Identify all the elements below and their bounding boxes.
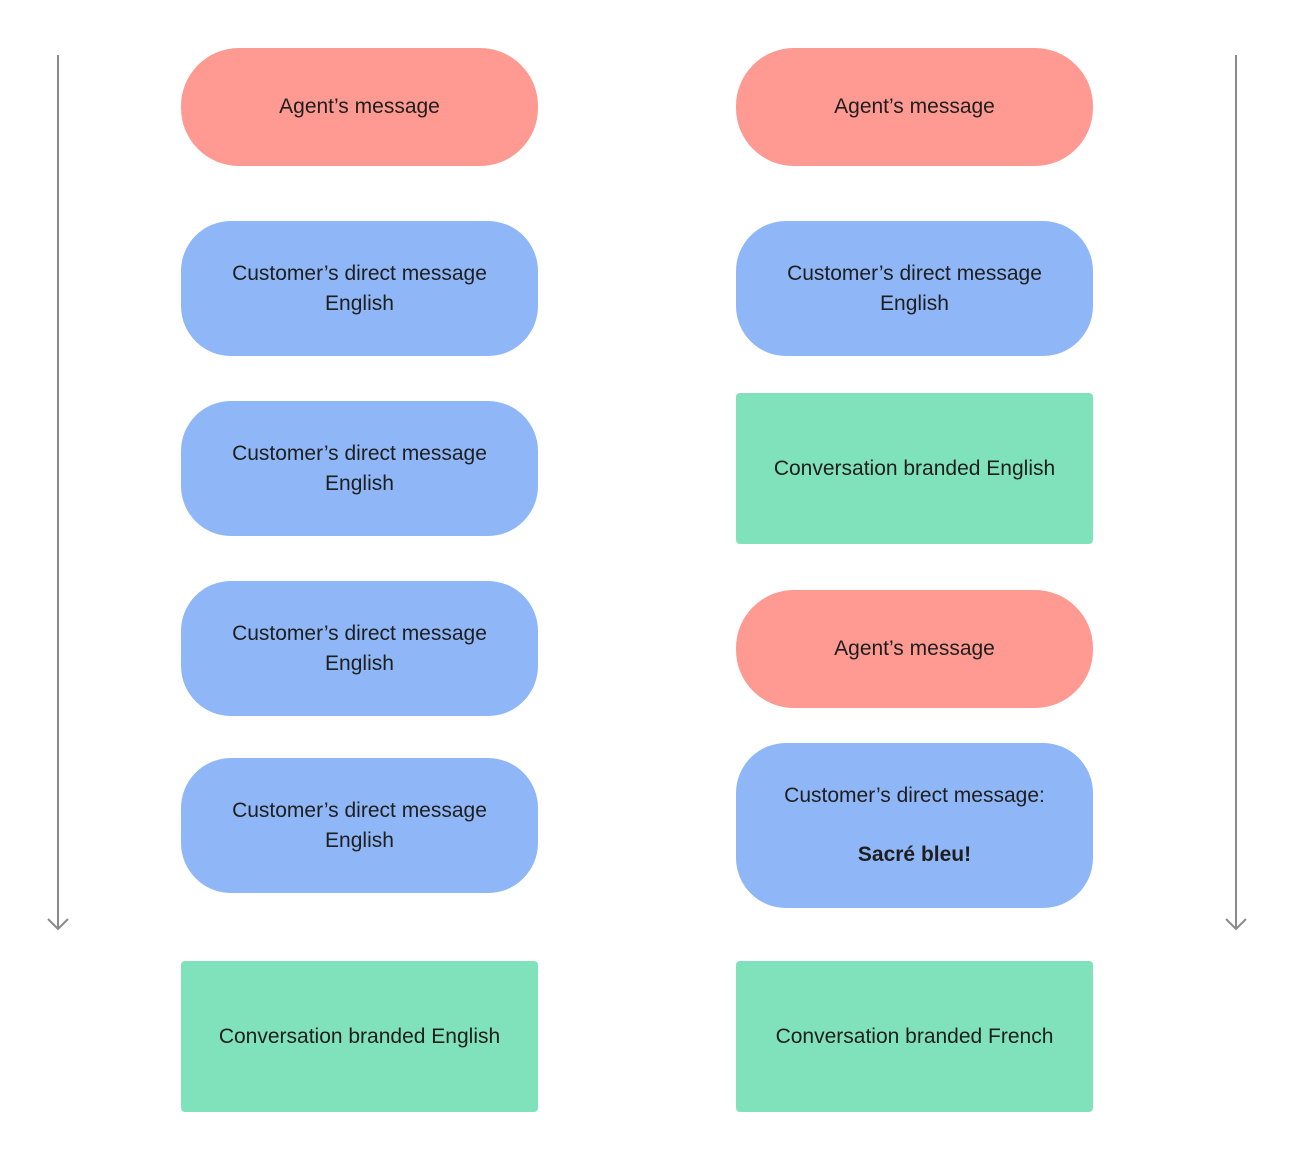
right-customer-message-2: Customer’s direct message: Sacré bleu! bbox=[736, 743, 1093, 908]
node-label: Conversation branded English bbox=[773, 456, 1056, 480]
left-customer-message-4: Customer’s direct message English bbox=[181, 758, 538, 893]
node-label: Conversation branded English bbox=[218, 1024, 501, 1048]
left-agent-message: Agent’s message bbox=[181, 48, 538, 166]
node-label: Customer’s direct message bbox=[232, 798, 487, 822]
node-label: Agent’s message bbox=[279, 95, 440, 118]
node-label: Customer’s direct message bbox=[232, 441, 487, 465]
node-label: Agent’s message bbox=[834, 95, 995, 118]
right-agent-message-1: Agent’s message bbox=[736, 48, 1093, 166]
node-label: Customer’s direct message: bbox=[784, 784, 1045, 807]
node-language: English bbox=[325, 651, 394, 675]
left-conversation-branded: Conversation branded English bbox=[181, 961, 538, 1112]
node-label: Customer’s direct message bbox=[232, 261, 487, 285]
node-message-text: Sacré bleu! bbox=[857, 843, 972, 866]
node-label: Customer’s direct message bbox=[232, 621, 487, 645]
right-conversation-branded-2: Conversation branded French bbox=[736, 961, 1093, 1112]
node-language: English bbox=[880, 291, 949, 315]
node-language: English bbox=[325, 828, 394, 852]
node-label: Conversation branded French bbox=[775, 1024, 1054, 1048]
left-customer-message-3: Customer’s direct message English bbox=[181, 581, 538, 716]
node-language: English bbox=[325, 471, 394, 495]
node-language: English bbox=[325, 291, 394, 315]
right-conversation-branded-1: Conversation branded English bbox=[736, 393, 1093, 544]
timeline-arrow-right bbox=[1223, 55, 1249, 935]
right-customer-message-1: Customer’s direct message English bbox=[736, 221, 1093, 356]
down-arrow-icon bbox=[1225, 55, 1247, 931]
timeline-arrow-left bbox=[45, 55, 71, 935]
down-arrow-icon bbox=[47, 55, 69, 931]
left-customer-message-1: Customer’s direct message English bbox=[181, 221, 538, 356]
right-agent-message-2: Agent’s message bbox=[736, 590, 1093, 708]
left-customer-message-2: Customer’s direct message English bbox=[181, 401, 538, 536]
node-label: Customer’s direct message bbox=[787, 261, 1042, 285]
node-label: Agent’s message bbox=[834, 637, 995, 660]
